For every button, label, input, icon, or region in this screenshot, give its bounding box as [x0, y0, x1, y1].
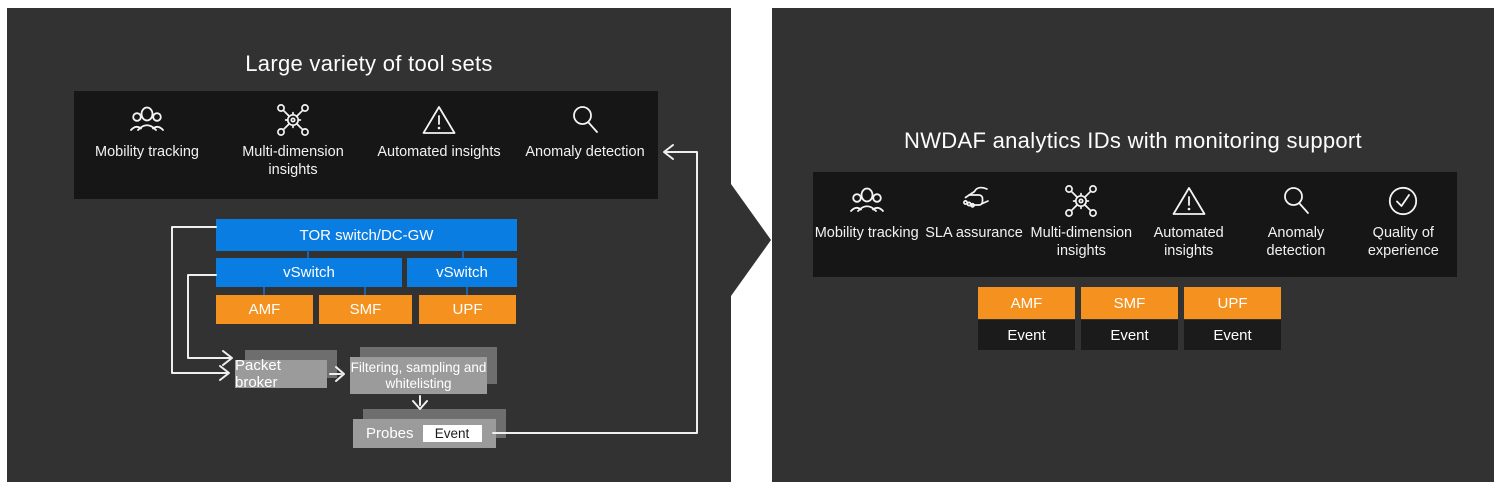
- packet-broker-box: Packet broker: [235, 357, 327, 391]
- left-tools-bar: Mobility tracking Multi-dimension insigh…: [74, 91, 658, 199]
- nf-event-box: Event: [1184, 320, 1281, 350]
- connector-tick: [263, 287, 265, 295]
- analytic-label: Automated insights: [1153, 225, 1224, 259]
- nf-event-box: Event: [1081, 320, 1178, 350]
- connector-tick: [466, 287, 468, 295]
- nf-event-box: Event: [978, 320, 1075, 350]
- nf-name-box: UPF: [1184, 287, 1281, 319]
- probes-box: Probes Event: [353, 419, 496, 448]
- nf-column-amf: AMF Event: [978, 287, 1075, 350]
- tool-label: Multi-dimension insights: [242, 144, 344, 178]
- left-panel-title: Large variety of tool sets: [245, 51, 493, 76]
- analytic-automated-insights: Automated insights: [1135, 172, 1242, 260]
- tool-multi-dimension-insights: Multi-dimension insights: [220, 91, 366, 179]
- right-analytics-bar: Mobility tracking SLA assurance: [813, 172, 1457, 277]
- mobility-tracking-icon: [849, 183, 885, 219]
- anomaly-detection-icon: [1280, 183, 1312, 219]
- tool-anomaly-detection: Anomaly detection: [512, 91, 658, 161]
- automated-insights-icon: [1171, 183, 1207, 219]
- smf-box: SMF: [319, 295, 412, 324]
- mobility-tracking-icon: [129, 102, 165, 138]
- analytic-label: SLA assurance: [925, 225, 1023, 241]
- tool-label: Anomaly detection: [525, 144, 645, 160]
- multi-dimension-insights-icon: [1064, 183, 1098, 219]
- connector-tick: [462, 250, 464, 258]
- nf-column-upf: UPF Event: [1184, 287, 1281, 350]
- vswitch-left-box: vSwitch: [216, 258, 402, 287]
- probes-label: Probes: [366, 425, 414, 442]
- tor-switch-box: TOR switch/DC-GW: [216, 219, 517, 251]
- nf-name-box: AMF: [978, 287, 1075, 319]
- upf-box: UPF: [419, 295, 516, 324]
- analytic-label: Mobility tracking: [814, 225, 919, 241]
- analytic-mobility-tracking: Mobility tracking: [813, 172, 920, 242]
- nf-name-box: SMF: [1081, 287, 1178, 319]
- left-panel-arrow-notch: [731, 184, 771, 296]
- analytic-multi-dimension-insights: Multi-dimension insights: [1028, 172, 1135, 260]
- analytic-label: Anomaly detection: [1266, 225, 1326, 259]
- analytic-anomaly-detection: Anomaly detection: [1242, 172, 1349, 260]
- connector-tick: [364, 287, 366, 295]
- tool-mobility-tracking: Mobility tracking: [74, 91, 220, 161]
- analytic-sla-assurance: SLA assurance: [920, 172, 1027, 242]
- amf-box: AMF: [216, 295, 313, 324]
- analytic-quality-of-experience: Quality of experience: [1350, 172, 1457, 260]
- analytic-label: Quality of experience: [1367, 225, 1439, 259]
- tool-automated-insights: Automated insights: [366, 91, 512, 161]
- tool-label: Mobility tracking: [95, 144, 199, 160]
- multi-dimension-insights-icon: [276, 102, 310, 138]
- analytic-label: Multi-dimension insights: [1030, 225, 1133, 259]
- tool-label: Automated insights: [377, 144, 501, 160]
- sla-assurance-icon: [956, 183, 992, 219]
- vswitch-right-box: vSwitch: [407, 258, 517, 287]
- automated-insights-icon: [421, 102, 457, 138]
- connector-tick: [307, 250, 309, 258]
- quality-of-experience-icon: [1386, 183, 1420, 219]
- anomaly-detection-icon: [569, 102, 601, 138]
- nf-column-smf: SMF Event: [1081, 287, 1178, 350]
- filtering-box: Filtering, sampling and whitelisting: [350, 357, 487, 394]
- probes-event-chip: Event: [422, 425, 482, 442]
- nf-event-columns: AMF Event SMF Event UPF Event: [978, 287, 1281, 350]
- right-panel-title: NWDAF analytics IDs with monitoring supp…: [904, 128, 1362, 153]
